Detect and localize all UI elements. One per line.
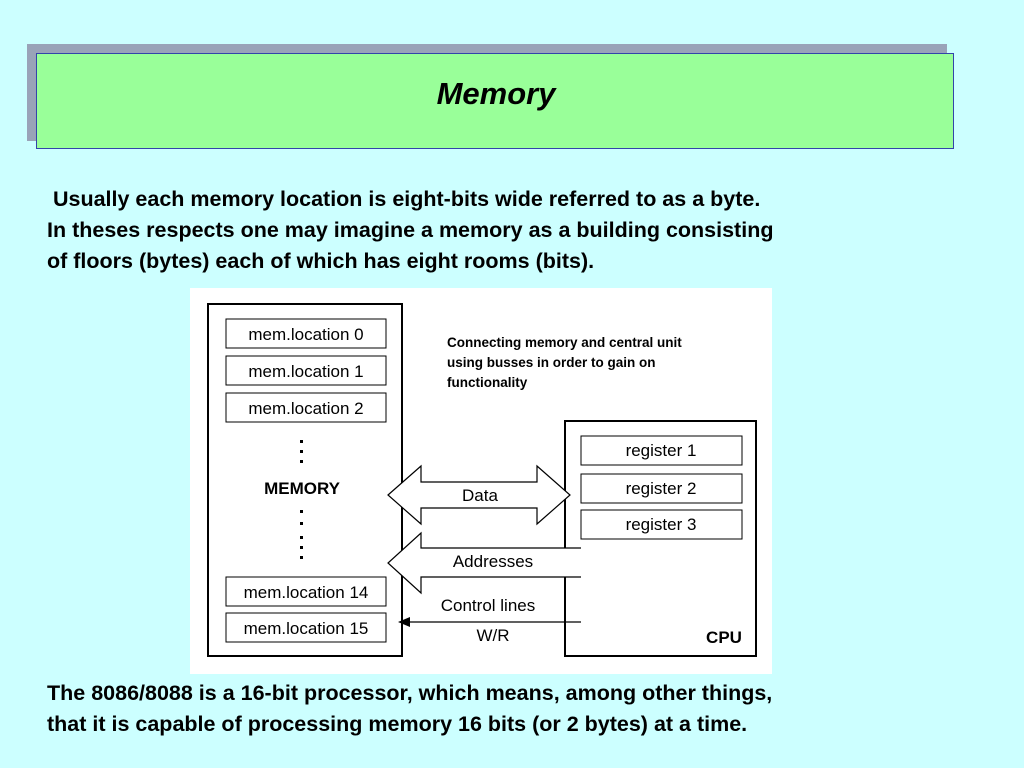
memory-location-box (225, 318, 387, 349)
register-box (580, 473, 743, 504)
address-bus-label: Addresses (453, 552, 533, 571)
processor-line: that it is capable of processing memory … (47, 712, 748, 736)
memory-location-box (225, 576, 387, 607)
register-label: register 3 (626, 515, 697, 534)
memory-label: MEMORY (264, 479, 341, 498)
register-box (580, 435, 743, 466)
memory-location-box (225, 612, 387, 643)
control-line-arrowhead (398, 617, 410, 627)
diagram-caption-line: Connecting memory and central unit (447, 335, 682, 350)
memory-location-label: mem.location 1 (248, 362, 363, 381)
control-lines-label: Control lines (441, 596, 536, 615)
wr-label: W/R (476, 626, 509, 645)
intro-paragraph: Usually each memory location is eight-bi… (47, 184, 773, 277)
address-bus-arrow (387, 531, 581, 595)
intro-line: Usually each memory location is eight-bi… (47, 187, 761, 211)
memory-cpu-diagram: mem.location 0 mem.location 1 mem.locati… (190, 288, 772, 674)
ellipsis-dots (300, 440, 303, 463)
register-label: register 1 (626, 441, 697, 460)
diagram-caption-line: functionality (447, 375, 528, 390)
slide-title: Memory (436, 76, 556, 111)
intro-line: of floors (bytes) each of which has eigh… (47, 249, 595, 273)
memory-location-box (225, 355, 387, 386)
intro-line: In theses respects one may imagine a mem… (47, 218, 774, 242)
memory-location-label: mem.location 2 (248, 399, 363, 418)
register-label: register 2 (626, 479, 697, 498)
memory-location-label: mem.location 15 (244, 619, 369, 638)
data-bus-label: Data (462, 486, 498, 505)
memory-location-box (225, 392, 387, 423)
memory-location-label: mem.location 14 (244, 583, 369, 602)
data-bus-arrow (387, 464, 571, 526)
diagram-caption-line: using busses in order to gain on (447, 355, 656, 370)
title-box: Memory (36, 53, 954, 149)
memory-location-label: mem.location 0 (248, 325, 363, 344)
processor-line: The 8086/8088 is a 16-bit processor, whi… (47, 681, 773, 705)
register-box (580, 509, 743, 540)
cpu-label: CPU (706, 628, 742, 647)
processor-paragraph: The 8086/8088 is a 16-bit processor, whi… (47, 678, 772, 740)
ellipsis-dots (300, 510, 303, 559)
